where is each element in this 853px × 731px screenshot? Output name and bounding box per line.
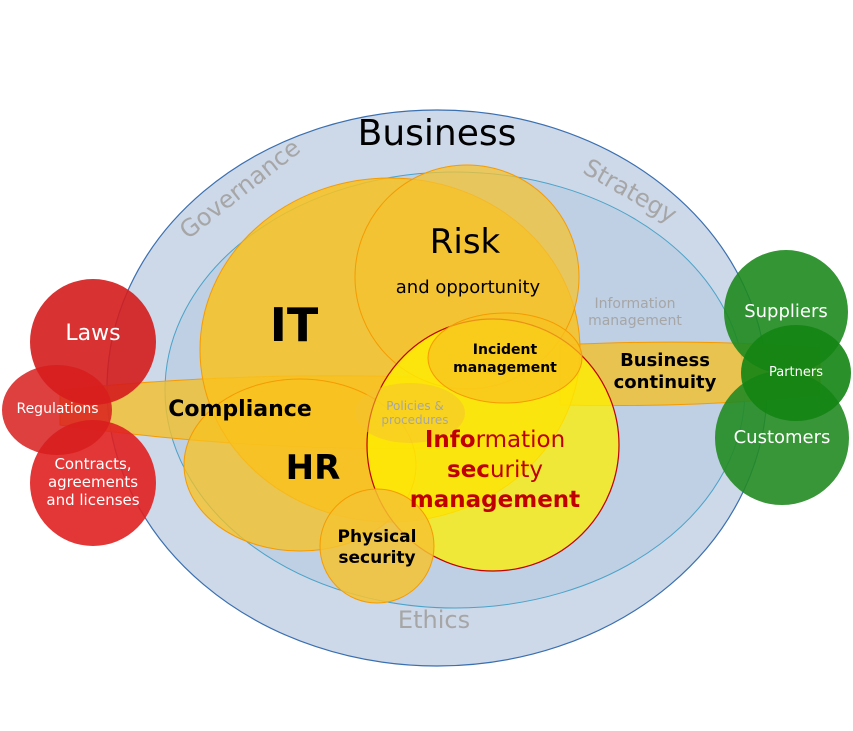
laws-label: Laws	[65, 321, 121, 346]
incident-management-label: Incident management	[453, 342, 557, 376]
physical-security-circle	[319, 488, 435, 604]
hr-label: HR	[285, 448, 341, 488]
partners-label: Partners	[768, 365, 824, 380]
ism-label: Information security management	[409, 427, 581, 513]
suppliers-label: Suppliers	[744, 301, 828, 322]
partners-ellipse	[741, 325, 851, 421]
policies-ellipse	[355, 383, 465, 443]
ethics-label: Ethics	[397, 606, 471, 634]
compliance-label: Compliance	[168, 397, 312, 422]
information-management-label: Information management	[588, 296, 682, 329]
customers-label: Customers	[733, 427, 831, 448]
contracts-label: Contracts, agreements and licenses	[46, 455, 140, 509]
business-continuity-label: Business continuity	[613, 350, 717, 393]
regulations-label: Regulations	[16, 401, 99, 417]
risk-sublabel: and opportunity	[395, 277, 541, 298]
business-title: Business	[357, 113, 517, 154]
physical-security-label: Physical security	[337, 527, 417, 568]
policies-procedures-label: Policies & procedures	[381, 399, 449, 427]
incident-ellipse	[427, 312, 583, 404]
it-label: IT	[269, 298, 319, 352]
regulations-ellipse	[2, 365, 112, 455]
risk-label: Risk	[429, 222, 501, 262]
